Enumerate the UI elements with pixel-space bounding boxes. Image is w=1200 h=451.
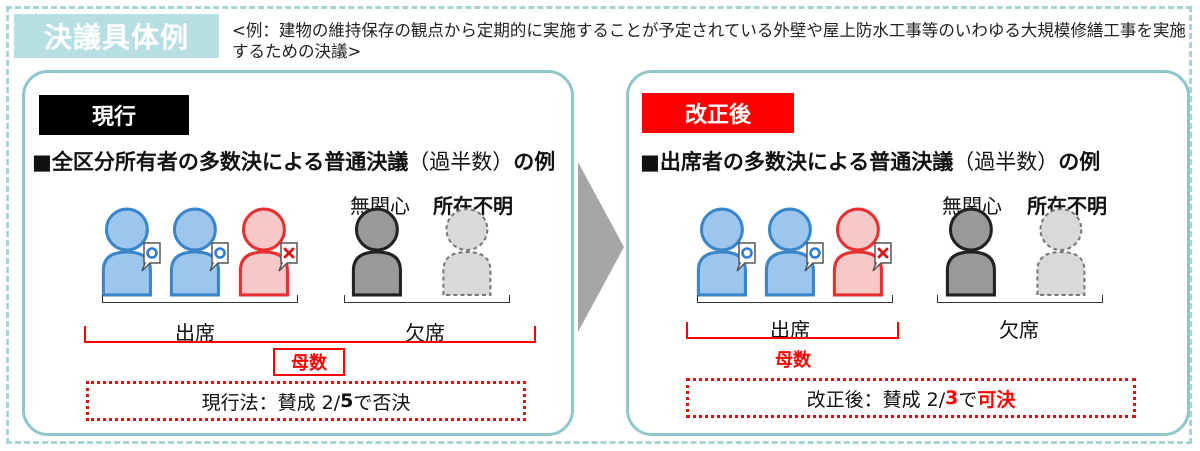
- favor-person-icon: [168, 205, 229, 297]
- example-note: <例：建物の維持保存の観点から定期的に実施することが予定されている外壁や屋上防水…: [232, 21, 1186, 61]
- cross-mark-icon: [278, 242, 298, 272]
- current-heading-main: ■全区分所有者の多数決による普通決議: [32, 150, 409, 174]
- current-result-suffix: で否決: [353, 391, 411, 414]
- circle-mark-icon: [804, 242, 824, 272]
- revised-heading-tail: の例: [1058, 150, 1101, 174]
- absent-bracket: [344, 295, 510, 303]
- revised-label-absent: 欠席: [999, 318, 1039, 342]
- against-person-icon: [831, 205, 892, 297]
- denominator-bracket: [84, 326, 536, 343]
- revised-result-prefix: 改正後：賛成 2/: [806, 388, 946, 411]
- revised-result-denominator: 3: [945, 387, 959, 409]
- revised-heading-main: ■出席者の多数決による普通決議: [640, 150, 954, 174]
- attend-bracket: [697, 295, 893, 303]
- attend-bracket: [102, 295, 298, 303]
- circle-mark-icon: [141, 242, 161, 272]
- unknown-person-icon: [440, 205, 502, 297]
- indifferent-person-icon: [944, 205, 1006, 297]
- favor-person-icon: [695, 205, 756, 297]
- right-arrow-icon: [578, 162, 624, 332]
- current-denominator-label: 母数: [273, 348, 345, 376]
- unknown-person-icon: [1034, 205, 1096, 297]
- revised-result-suffix: 可決: [977, 388, 1016, 411]
- current-heading-majority: （過半数）: [408, 150, 514, 174]
- current-result-prefix: 現行法：賛成 2/: [201, 391, 341, 414]
- against-person-icon: [237, 205, 298, 297]
- outer-frame: [6, 6, 1192, 444]
- absent-bracket: [937, 295, 1103, 303]
- revised-heading-majority: （過半数）: [953, 150, 1059, 174]
- revised-heading: ■出席者の多数決による普通決議（過半数）の例: [640, 146, 1100, 176]
- page-title: 決議具体例: [14, 14, 219, 58]
- current-heading-tail: の例: [513, 150, 556, 174]
- current-result-denominator: 5: [340, 390, 354, 412]
- indifferent-person-icon: [350, 205, 412, 297]
- favor-person-icon: [763, 205, 824, 297]
- revised-tag: 改正後: [642, 93, 794, 133]
- cross-mark-icon: [872, 242, 892, 272]
- favor-person-icon: [100, 205, 161, 297]
- current-tag: 現行: [39, 95, 189, 135]
- revised-denominator-label: 母数: [775, 350, 811, 371]
- circle-mark-icon: [209, 242, 229, 272]
- revised-result-mid: で: [958, 388, 978, 411]
- denominator-bracket: [686, 322, 899, 339]
- circle-mark-icon: [736, 242, 756, 272]
- current-heading: ■全区分所有者の多数決による普通決議（過半数）の例: [32, 146, 555, 176]
